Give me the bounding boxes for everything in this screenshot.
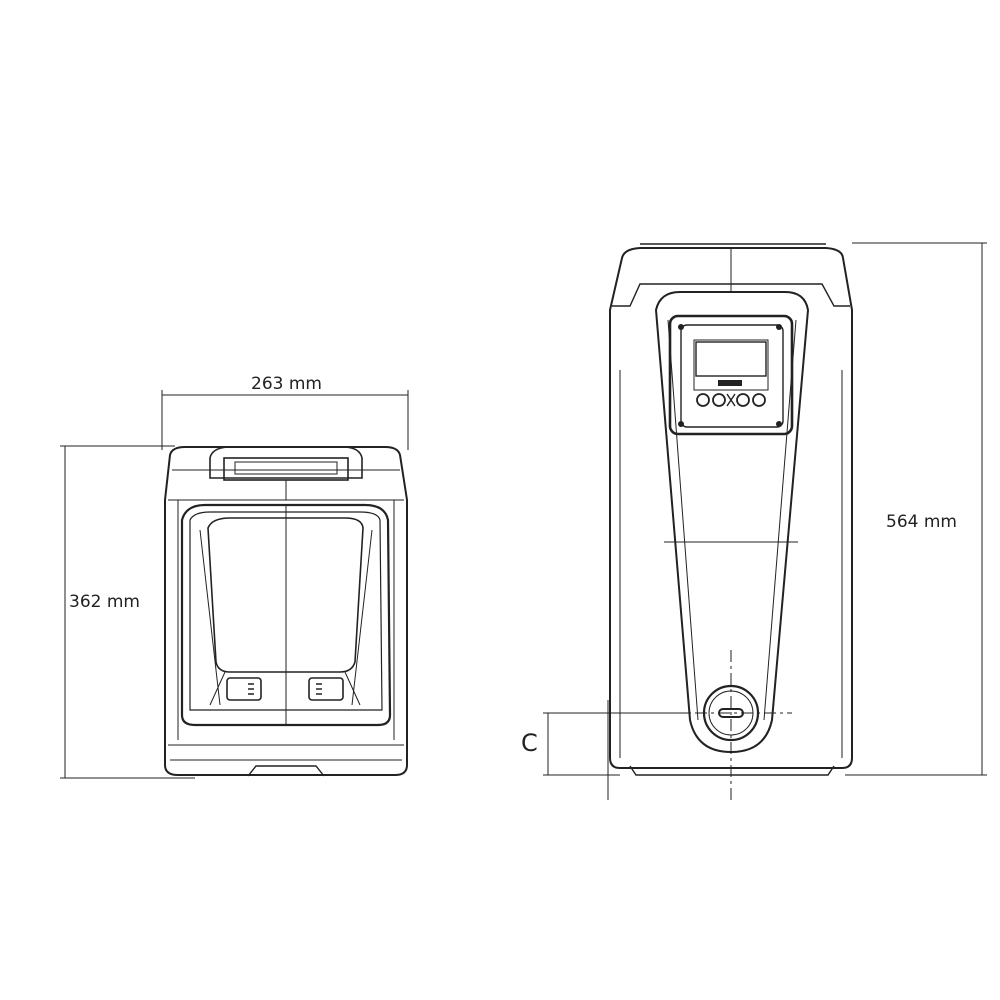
c-dimension-line — [543, 700, 690, 800]
side-latch-left — [226, 677, 262, 701]
outlet-port — [702, 684, 760, 742]
c-dimension-label: C — [521, 729, 538, 757]
button-plus — [736, 393, 750, 407]
width-dimension-line — [161, 390, 409, 450]
button-minus — [696, 393, 710, 407]
width-dimension-label: 263 mm — [251, 374, 322, 394]
side-body-outline — [164, 446, 408, 776]
side-view-unit — [60, 390, 409, 779]
side-face-frame — [180, 503, 392, 727]
side-window — [207, 517, 364, 673]
control-panel — [668, 314, 794, 436]
centerlines — [672, 650, 792, 802]
front-height-dimension-label: 564 mm — [886, 512, 957, 532]
side-height-dimension-label: 362 mm — [69, 592, 140, 612]
front-panel-outline — [654, 291, 810, 754]
display-screen — [695, 341, 767, 377]
height-dimension-line-front — [845, 242, 987, 776]
height-dimension-line-side — [60, 445, 195, 779]
side-latch-right — [308, 677, 344, 701]
handle — [209, 446, 363, 479]
button-set — [752, 393, 766, 407]
button-mode — [712, 393, 726, 407]
front-view-unit — [543, 242, 987, 802]
side-foot — [247, 765, 325, 777]
front-body-outline — [609, 247, 853, 769]
